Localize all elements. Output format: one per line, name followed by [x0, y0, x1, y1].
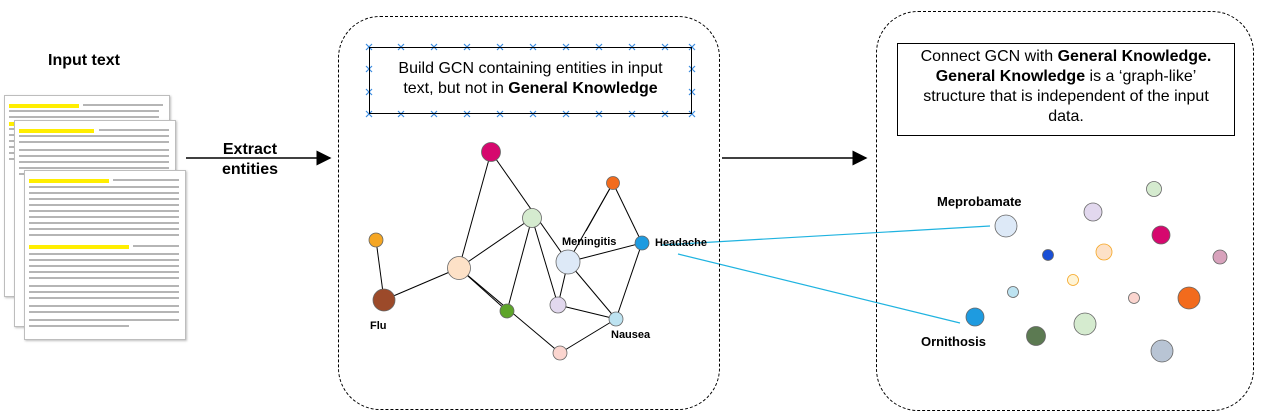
- kg-node-1: [1146, 181, 1162, 197]
- kg-node-5: [1095, 243, 1113, 261]
- node-lavender: [549, 296, 567, 314]
- kg-node-4: [1042, 249, 1054, 261]
- node-magenta: [481, 142, 501, 162]
- node-headache: [634, 235, 650, 251]
- gcn-box-line2: text, but not in General Knowledge: [370, 79, 691, 99]
- gcn-description-box: Build GCN containing entities in input t…: [369, 47, 692, 114]
- mapping-line-ornithosis: [677, 253, 961, 324]
- extract-entities-label: Extract entities: [222, 140, 278, 180]
- label-meprobamate: Meprobamate: [937, 194, 1022, 209]
- node-light-green: [522, 208, 542, 228]
- knowledge-description-box: Connect GCN with General Knowledge. Gene…: [897, 43, 1235, 136]
- kg-node-12: [1026, 326, 1046, 346]
- extract-label-line2: entities: [222, 161, 279, 178]
- kg-node-6: [1212, 249, 1228, 265]
- mapping-line-meprobamate: [661, 225, 991, 246]
- knowledge-box-line1-bold: General Knowledge.: [1057, 48, 1212, 65]
- kg-node-9: [1128, 292, 1140, 304]
- gcn-box-line2-bold: General Knowledge: [508, 80, 658, 97]
- knowledge-box-line4: data.: [1048, 108, 1084, 125]
- kg-node-ornithosis: [965, 307, 985, 327]
- node-peach: [447, 256, 471, 280]
- label-flu: Flu: [370, 320, 387, 332]
- knowledge-box-line2-suffix: is a ‘graph-like’: [1085, 68, 1197, 85]
- gcn-panel: [338, 16, 720, 410]
- kg-node-3: [1151, 225, 1171, 245]
- kg-node-11: [1073, 312, 1097, 336]
- kg-node-13: [1150, 339, 1174, 363]
- node-pink: [552, 345, 568, 361]
- kg-node-meprobamate: [994, 214, 1018, 238]
- knowledge-box-line1: Connect GCN with General Knowledge.: [898, 47, 1234, 67]
- kg-node-8: [1007, 286, 1019, 298]
- node-green: [499, 303, 515, 319]
- label-meningitis: Meningitis: [562, 236, 617, 248]
- node-flu: [372, 288, 396, 312]
- kg-node-7: [1067, 274, 1079, 286]
- gcn-nodes: [368, 142, 650, 361]
- label-nausea: Nausea: [611, 329, 651, 341]
- extract-label-line1: Extract: [222, 141, 278, 158]
- knowledge-box-line2: General Knowledge is a ‘graph-like’: [898, 67, 1234, 87]
- label-headache: Headache: [655, 237, 707, 249]
- gcn-box-line1: Build GCN containing entities in input: [398, 60, 663, 77]
- document-page-front: [24, 170, 186, 340]
- knowledge-nodes: [965, 181, 1228, 363]
- kg-node-10: [1177, 286, 1201, 310]
- input-documents: [0, 0, 200, 417]
- kg-node-2: [1083, 202, 1103, 222]
- node-orange-left: [368, 232, 384, 248]
- label-ornithosis: Ornithosis: [921, 334, 987, 349]
- knowledge-panel: [876, 11, 1254, 411]
- node-orange-top: [606, 176, 620, 190]
- knowledge-box-line2-bold: General Knowledge: [935, 68, 1086, 85]
- gcn-box-line2-prefix: text, but not in: [403, 80, 509, 97]
- input-text-title: Input text: [48, 52, 120, 69]
- node-meningitis: [555, 249, 581, 275]
- gcn-edges: [375, 151, 643, 354]
- knowledge-box-line1-prefix: Connect GCN with: [920, 48, 1058, 65]
- node-nausea: [608, 311, 624, 327]
- knowledge-box-line3: structure that is independent of the inp…: [923, 88, 1209, 105]
